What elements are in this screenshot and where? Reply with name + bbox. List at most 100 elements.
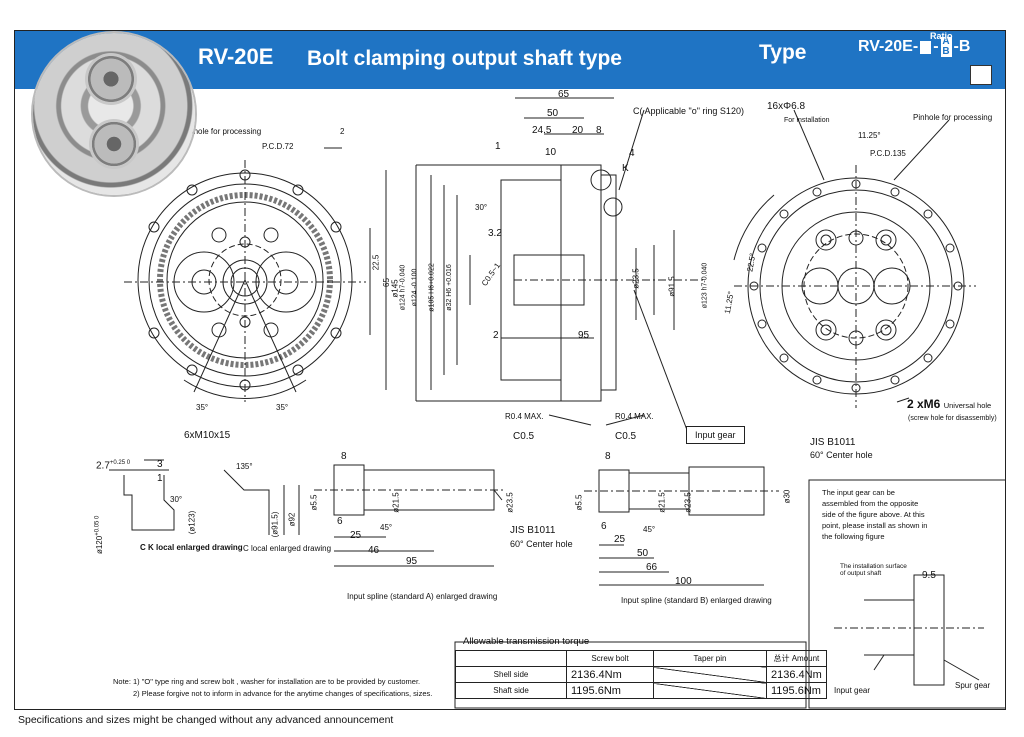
torque-row-pin [653, 682, 767, 699]
c-detail [223, 469, 300, 535]
type-code-suffix: -B [953, 38, 971, 56]
sec-d124b: ø124 -0.100 [411, 268, 419, 307]
ck-dim-a-tol: +0.25 0 [109, 460, 131, 466]
left-pinhole-label: Pinhole for processing [182, 127, 262, 136]
sec-dim-24-5: 24.5 [532, 125, 552, 136]
torque-header-0 [455, 650, 567, 667]
table-row: Shell side 2136.4Nm 2136.4Nm [455, 666, 827, 683]
code-a: A [942, 36, 950, 47]
code-b: B [942, 46, 950, 57]
ck-dim-3: 3 [157, 459, 163, 470]
torque-row-name: Shaft side [455, 682, 567, 699]
torque-header-2: Taper pin [653, 650, 767, 667]
spb-angle-45: 45° [643, 525, 656, 534]
technical-drawing [109, 97, 1006, 709]
spb-jis: JIS B1011 [810, 437, 856, 448]
spb-label: Input spline (standard B) enlarged drawi… [621, 596, 772, 605]
spb-dim-100: 100 [675, 576, 692, 587]
spb-d30: ø30 [782, 489, 792, 504]
sec-d91-5: ø91.5 [667, 276, 677, 297]
spa-label: Input spline (standard A) enlarged drawi… [347, 592, 498, 601]
photo-gear-top [85, 53, 137, 105]
sec-r04b: R0.4 MAX. [615, 412, 654, 421]
type-label: Type [759, 41, 807, 64]
left-angle-right: 35° [276, 403, 289, 412]
left-dim-22-5: 22.5 [371, 254, 381, 271]
ck-d120: ø120+0.05 0 [94, 516, 104, 554]
spa-dim-8: 8 [341, 451, 347, 462]
sec-dim-8: 8 [596, 125, 602, 136]
right-front-view [733, 109, 976, 408]
footer-text: Specifications and sizes might be change… [18, 714, 394, 726]
sec-dim-10: 10 [545, 147, 557, 158]
ck-dim-30: 30° [170, 495, 183, 504]
right-pinhole-label: Pinhole for processing [913, 113, 993, 122]
torque-row-amount: 2136.4Nm [766, 666, 827, 683]
right-bolt-holes [749, 179, 963, 393]
ck-label: C K local enlarged drawing [140, 543, 243, 552]
sec-d32: ø32 H6 +0.016 [445, 264, 453, 311]
left-dim-65: 65 [381, 278, 391, 287]
sec-d123: ø123 h7-0.040 [701, 262, 709, 309]
spb-dim-8: 8 [605, 451, 611, 462]
torque-header-1: Screw bolt [566, 650, 654, 667]
projection-symbol-icon [970, 65, 992, 85]
photo-gear-bottom [89, 119, 139, 169]
inset-input-gear: Input gear [834, 686, 871, 695]
inset-dim-9-5: 9.5 [922, 570, 936, 581]
torque-header-3: 总计 Amount [766, 650, 827, 667]
sec-dim-20: 20 [572, 125, 584, 136]
ck-detail [109, 459, 175, 531]
spb-dim-50: 50 [637, 548, 649, 559]
sec-dim-95: 95 [578, 330, 590, 341]
sec-dim-3-2: 3.2 [488, 228, 502, 239]
inset-text: The input gear can be assembled from the… [822, 488, 928, 541]
spa-dim-95: 95 [406, 556, 418, 567]
ck-d120-val: ø120 [95, 535, 105, 555]
type-code-prefix: RV-20E- [858, 38, 919, 56]
inset-box [808, 479, 1006, 709]
right-holes-note: For installation [784, 117, 830, 124]
sec-c05b: C0.5 [615, 431, 637, 442]
spa-d23-5: ø23.5 [505, 492, 515, 513]
sec-dim-2: 2 [493, 330, 499, 341]
product-photo [33, 33, 195, 195]
ck-d123: (ø123) [187, 510, 197, 535]
ck-dim-a: 2.7+0.25 0 [96, 460, 130, 471]
universal-hole-label: Universal hole [943, 401, 992, 410]
torque-title: Allowable transmission torque [463, 636, 590, 647]
torque-row-pin [653, 666, 767, 683]
sec-d105: ø105 H6+0.022 [428, 263, 436, 312]
sec-k: K [622, 163, 629, 174]
input-gear-label: Input gear [686, 426, 745, 444]
sec-r04a: R0.4 MAX. [505, 412, 544, 421]
ratio-label: Ratio [930, 31, 953, 41]
spa-dim-46: 46 [368, 545, 380, 556]
spline-b-drawing [584, 466, 779, 586]
torque-row-name: Shell side [455, 666, 567, 683]
sec-c05a: C0.5 [513, 431, 535, 442]
c-label: C local enlarged drawing [243, 544, 332, 553]
sec-dim-1: 1 [495, 141, 501, 152]
left-bolts: 6xM10x15 [184, 430, 231, 441]
sec-d145: ø145 [390, 279, 400, 298]
spb-dim-25: 25 [614, 534, 626, 545]
universal-hole-note: (screw hole for disassembly) [908, 415, 997, 422]
spa-d5-5: ø5.5 [309, 494, 319, 511]
ck-d120-tol: +0.05 0 [94, 515, 101, 536]
sec-dim-50: 50 [547, 108, 559, 119]
spa-jis: JIS B1011 [510, 525, 556, 536]
spb-center-hole: 60° Center hole [810, 450, 873, 460]
left-dim-2: 2 [340, 127, 345, 136]
spb-d5-5: ø5.5 [574, 494, 584, 511]
right-holes: 16xΦ6.8 [767, 101, 806, 112]
model-name: RV-20E [198, 44, 274, 69]
sec-dim-4: 4 [629, 148, 635, 159]
sec-d23-5: ø23.5 [631, 268, 641, 289]
spline-a-drawing [314, 464, 504, 567]
torque-row-screw: 1195.6Nm [566, 682, 654, 699]
sec-d124: ø124 h7-0.040 [399, 264, 407, 311]
c-d92: ø92 [287, 512, 297, 527]
spb-dim-6: 6 [601, 521, 607, 532]
